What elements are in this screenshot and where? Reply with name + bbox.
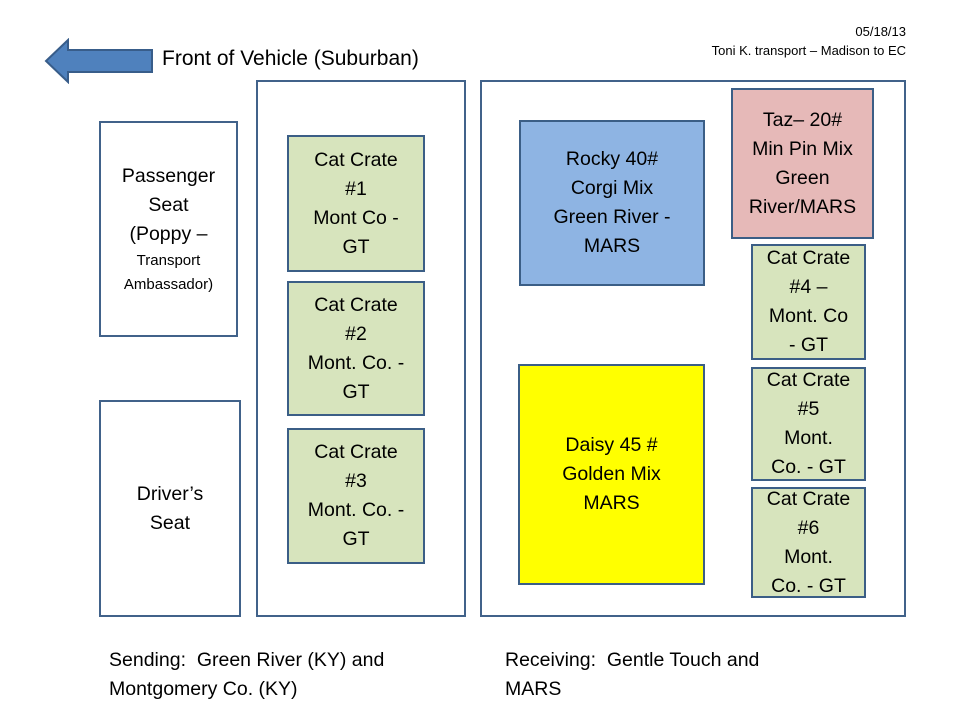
cat-crate-1-line-4: GT (342, 235, 370, 258)
cat-crate-2: Cat Crate #2 Mont. Co. - GT (287, 281, 425, 416)
rocky-line-3: Green River - (553, 206, 671, 228)
cat-crate-4-line-4: - GT (788, 334, 828, 356)
passenger-line-2: Seat (148, 193, 189, 216)
cat-crate-4: Cat Crate #4 – Mont. Co - GT (751, 244, 866, 360)
sending-line-2: Montgomery Co. (KY) (109, 678, 298, 700)
subtitle: Toni K. transport – Madison to EC (711, 43, 906, 58)
cat-crate-4-line-2: #4 – (789, 276, 828, 298)
cat-crate-6-line-2: #6 (797, 516, 820, 539)
rocky-line-4: MARS (583, 235, 641, 257)
sending-line-1: Sending: Green River (KY) and (109, 649, 385, 671)
sending-note: Sending: Green River (KY) and Montgomery… (109, 646, 384, 704)
cat-crate-1-line-2: #1 (345, 177, 367, 200)
passenger-line-1: Passenger (121, 164, 216, 187)
receiving-line-2: MARS (505, 678, 562, 700)
cat-crate-3-line-2: #3 (345, 470, 367, 492)
rocky-crate: Rocky 40# Corgi Mix Green River - MARS (519, 120, 705, 286)
cat-crate-2-line-1: Cat Crate (314, 293, 398, 316)
driver-line-2: Seat (149, 511, 191, 534)
cat-crate-3-line-3: Mont. Co. - (307, 499, 405, 521)
cat-crate-4-line-3: Mont. Co (768, 305, 849, 327)
receiving-line-1: Receiving: Gentle Touch and (505, 649, 760, 671)
date: 05/18/13 (855, 24, 906, 39)
cat-crate-5-line-1: Cat Crate (766, 369, 851, 391)
taz-line-1: Taz– 20# (762, 108, 843, 131)
cat-crate-6-line-3: Mont. (784, 545, 833, 568)
cat-crate-4-line-1: Cat Crate (766, 247, 851, 269)
driver-line-1: Driver’s (136, 482, 204, 505)
driver-seat: Driver’s Seat (99, 400, 241, 617)
cat-crate-2-line-4: GT (342, 380, 370, 403)
cat-crate-5: Cat Crate #5 Mont. Co. - GT (751, 367, 866, 481)
cat-crate-5-line-4: Co. - GT (771, 456, 846, 478)
cat-crate-6-line-1: Cat Crate (766, 487, 851, 510)
passenger-line-5: Ambassador) (123, 275, 214, 293)
passenger-line-4: Transport (136, 251, 201, 269)
cat-crate-1: Cat Crate #1 Mont Co - GT (287, 135, 425, 272)
taz-crate: Taz– 20# Min Pin Mix Green River/MARS (731, 88, 874, 239)
cat-crate-3-line-4: GT (342, 528, 370, 550)
cat-crate-6: Cat Crate #6 Mont. Co. - GT (751, 487, 866, 598)
cat-crate-6-line-4: Co. - GT (771, 574, 846, 597)
rocky-line-1: Rocky 40# (565, 148, 659, 170)
taz-line-3: Green (775, 166, 830, 189)
taz-line-4: River/MARS (748, 195, 857, 218)
daisy-crate: Daisy 45 # Golden Mix MARS (518, 364, 705, 585)
daisy-line-3: MARS (583, 492, 640, 514)
cat-crate-5-line-3: Mont. (784, 427, 833, 449)
front-of-vehicle-label: Front of Vehicle (Suburban) (162, 47, 419, 70)
cat-crate-1-line-3: Mont Co - (313, 206, 399, 229)
cat-crate-2-line-2: #2 (345, 322, 367, 345)
daisy-line-1: Daisy 45 # (565, 434, 658, 456)
cat-crate-3-line-1: Cat Crate (314, 441, 398, 463)
receiving-note: Receiving: Gentle Touch and MARS (505, 646, 759, 704)
taz-line-2: Min Pin Mix (752, 137, 853, 160)
cat-crate-5-line-2: #5 (797, 398, 820, 420)
passenger-seat: Passenger Seat (Poppy – Transport Ambass… (99, 121, 238, 337)
passenger-line-3: (Poppy – (129, 222, 208, 245)
rocky-line-2: Corgi Mix (570, 177, 654, 199)
cat-crate-1-line-1: Cat Crate (314, 148, 398, 171)
arrow-left-icon (44, 38, 153, 84)
daisy-line-2: Golden Mix (562, 463, 661, 485)
cat-crate-2-line-3: Mont. Co. - (307, 351, 405, 374)
cat-crate-3: Cat Crate #3 Mont. Co. - GT (287, 428, 425, 564)
